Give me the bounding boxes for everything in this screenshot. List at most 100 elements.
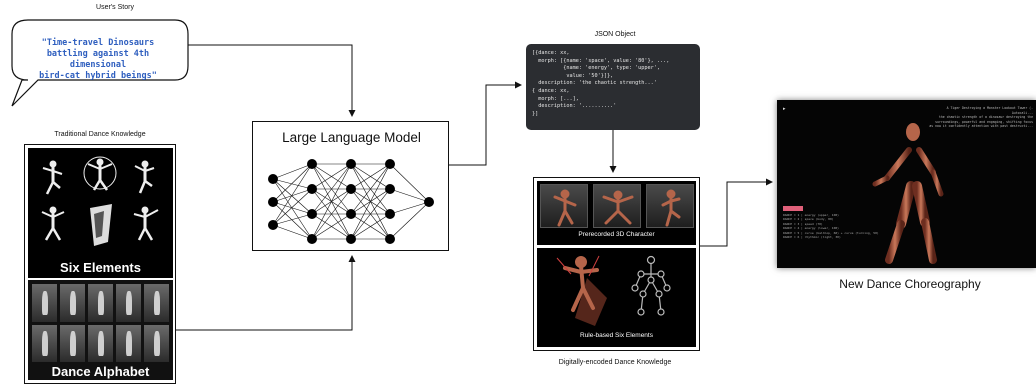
alphabet-pose-image [116, 324, 141, 362]
digital-knowledge-panel: Prerecorded 3D Character [533, 177, 700, 351]
neural-network-edges [272, 163, 430, 240]
network-edge [272, 163, 313, 180]
digital-knowledge-caption: Digitally-encoded Dance Knowledge [558, 359, 672, 366]
json-line: value: '50'}]}, [532, 72, 614, 79]
log-line: DANCE = 3 | speed (70) [783, 221, 823, 226]
network-edge [272, 201, 313, 215]
network-edge [389, 188, 430, 203]
choreography-screen: ▸ A Tiger Destroying a Monster Lookout T… [777, 100, 1036, 268]
character-pose-image [646, 184, 694, 228]
users-story-caption: User's Story [96, 4, 134, 11]
network-edge [350, 163, 391, 215]
network-edge [272, 213, 313, 226]
alphabet-pose-image [60, 284, 85, 322]
screen-header-line: as now it confidently attention with pas… [929, 124, 1033, 128]
dancer-figure [872, 123, 944, 264]
network-edge [311, 213, 352, 240]
character-pose-image [540, 184, 588, 228]
json-line: {name: 'energy', type: 'upper', [532, 65, 661, 72]
neural-network-diagram [268, 159, 434, 244]
json-line: { dance: xx, [532, 87, 570, 94]
user-story-text: "Time-travel Dinosaurs battling against … [28, 38, 168, 82]
network-edge [350, 213, 391, 240]
network-node [346, 209, 356, 219]
story-line-1: "Time-travel Dinosaurs [41, 38, 155, 48]
network-edge [272, 178, 313, 215]
log-line: DANCE = 2 | space (body, 80) [783, 217, 834, 222]
screen-header-line: A Tiger Destroying a Monster Lookout Tow… [946, 106, 1033, 115]
screen-header-line: the chaotic strength of a dinosaur destr… [938, 115, 1033, 119]
screen-header-line: surroundings, powerful and engaging, shi… [935, 119, 1033, 124]
network-edge [272, 163, 313, 226]
network-edge [272, 201, 313, 240]
alphabet-pose-image [32, 284, 57, 322]
json-object-caption: JSON Object [594, 31, 636, 38]
network-edge [350, 188, 391, 240]
character-pose-image [593, 184, 641, 228]
network-edge [311, 188, 352, 240]
dance-log: DANCE = 1 | energy (upper, 100) DANCE = … [783, 213, 883, 239]
speech-bubble [11, 19, 189, 107]
network-node [268, 220, 278, 230]
network-edge [311, 163, 352, 240]
alphabet-pose-image [144, 284, 169, 322]
arrow-digital-to-screen [700, 178, 773, 247]
prerecorded-label: Prerecorded 3D Character [578, 231, 655, 238]
network-edge [272, 188, 313, 203]
rule-based-label: Rule-based Six Elements [580, 332, 653, 339]
rule-based-figures [556, 255, 671, 326]
network-edge [389, 163, 430, 203]
six-elements-figures [41, 156, 159, 246]
alphabet-pose-image [88, 324, 113, 362]
neural-network-nodes [268, 159, 434, 244]
json-code-block: [{dance: xx, morph: [{name: 'space', val… [526, 44, 700, 130]
network-edge [272, 163, 313, 203]
json-line: morph: [{name: 'space', value: '80'}, ..… [532, 57, 670, 64]
prerecorded-character-panel: Prerecorded 3D Character [537, 181, 696, 245]
network-node [268, 174, 278, 184]
screen-menu-icon: ▸ [783, 106, 786, 112]
alphabet-pose-image [144, 324, 169, 362]
network-edge [272, 224, 313, 240]
alphabet-pose-image [32, 324, 57, 362]
network-node [346, 234, 356, 244]
network-edge [272, 188, 313, 226]
network-node [385, 209, 395, 219]
json-line: }] [532, 110, 539, 117]
dance-alphabet-label: Dance Alphabet [51, 364, 150, 379]
network-node [424, 197, 434, 207]
alphabet-pose-image [116, 284, 141, 322]
rule-based-panel: Rule-based Six Elements [537, 248, 696, 347]
network-node [385, 184, 395, 194]
json-line: description: 'the chaotic strength...' [532, 80, 657, 87]
story-line-2: battling against 4th dimensional [46, 49, 150, 70]
network-node [385, 234, 395, 244]
network-edge [389, 201, 430, 215]
network-edge [311, 163, 352, 215]
screen-header-text: A Tiger Destroying a Monster Lookout Tow… [927, 106, 1033, 129]
network-node [346, 184, 356, 194]
network-edge [311, 163, 352, 190]
six-elements-panel: Six Elements [28, 148, 173, 278]
dance-alphabet-panel: Dance Alphabet [28, 280, 173, 380]
network-edge [350, 163, 391, 240]
new-dance-caption: New Dance Choreography [839, 277, 981, 291]
log-line: DANCE = 1 | energy (upper, 100) [783, 213, 839, 217]
alphabet-pose-image [60, 324, 85, 362]
network-node [307, 234, 317, 244]
llm-box: Large Language Model [252, 121, 449, 251]
json-line: morph: [...], [532, 95, 579, 102]
network-edge [272, 178, 313, 240]
network-node [346, 159, 356, 169]
arrow-alphabet-to-llm [176, 255, 356, 331]
arrow-llm-to-json [449, 81, 522, 166]
network-node [268, 197, 278, 207]
log-line: DANCE = 4 | energy (lower, 100) [783, 226, 839, 231]
traditional-knowledge-caption: Traditional Dance Knowledge [54, 131, 146, 138]
network-node [307, 209, 317, 219]
six-elements-label: Six Elements [60, 260, 141, 275]
log-line: DANCE = 6 | rhythmic (light, 30) [783, 235, 841, 240]
network-edge [350, 163, 391, 190]
traditional-knowledge-panel: Six Elements Dance Alphabet [24, 144, 176, 384]
